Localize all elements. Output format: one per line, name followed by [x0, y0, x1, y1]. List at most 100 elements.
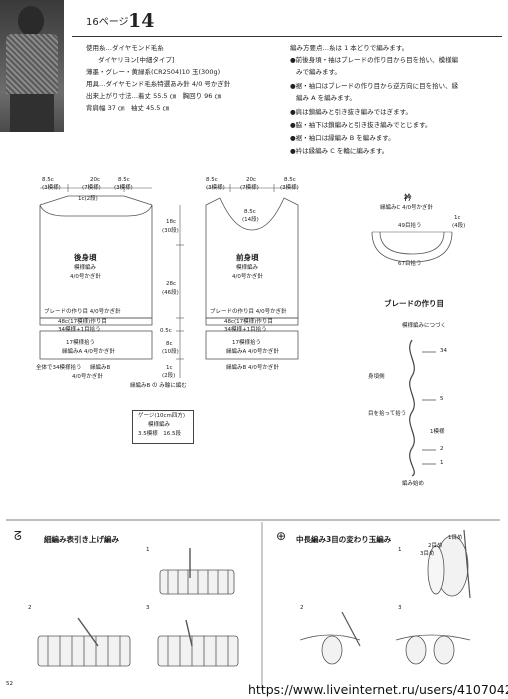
- back-title: 後身頃: [74, 253, 97, 262]
- right-label-2: 2目め: [428, 543, 443, 549]
- side-note: 縁編みB の み輪に編む: [130, 383, 187, 389]
- side-h1: 18c: [166, 219, 177, 225]
- braid-pick-side: 目を拾って拾う: [368, 411, 407, 417]
- side-h3: 0.5c: [160, 328, 172, 334]
- pattern-number: 14: [128, 10, 155, 32]
- right-step-1: 1: [398, 547, 402, 553]
- right-label-1: 1目め: [448, 535, 463, 541]
- back-edgeB: 縁編みB: [90, 365, 111, 371]
- back-hook: 4/0号かぎ針: [70, 274, 101, 280]
- right-step-2: 2: [300, 605, 304, 611]
- front-top-right: 8.5c: [284, 177, 296, 183]
- method-title: 編み方要点…糸は 1 本どりで編みます。: [290, 44, 409, 52]
- collar-top: 49目拾う: [398, 223, 422, 229]
- materials-line-3: 薄墨・グレー・黄緑系(CR2504)10 玉(300g): [86, 68, 221, 76]
- front-top-mid: 20c: [246, 177, 257, 183]
- back-edgeA: 縁編みA 4/0号かぎ針: [62, 349, 115, 355]
- front-cast: 48c(17模様)作り目: [224, 319, 273, 325]
- back-pattern: 模様編み: [74, 265, 97, 271]
- front-pick2: 17模様拾う: [232, 340, 261, 346]
- page-number: 52: [6, 681, 13, 687]
- back-pick: 34模様+1目拾う: [58, 327, 101, 333]
- method-item-1: ●前後身頃・袖はブレードの作り目から目を拾い、模様編: [290, 56, 459, 64]
- front-pattern: 模様編み: [236, 265, 259, 271]
- method-item-2: みで編みます。: [296, 68, 341, 76]
- back-cast: 48c(17模様)作り目: [58, 319, 107, 325]
- front-edgeB: 縁編みB 4/0号かぎ針: [226, 365, 279, 371]
- front-pick: 34模様+1目拾う: [224, 327, 267, 333]
- side-h1-sub: (30段): [162, 228, 179, 234]
- front-title: 前身頃: [236, 253, 259, 262]
- back-top-mid-sub: (7模様): [82, 185, 101, 191]
- materials-line-1: 使用糸…ダイヤモンド毛糸: [86, 44, 164, 52]
- back-top-mid: 20c: [90, 177, 101, 183]
- braid-join: 模様編みにつづく: [402, 323, 447, 329]
- side-h5: 1c: [166, 365, 173, 371]
- side-h4: 8c: [166, 341, 173, 347]
- gauge-values: 3.5模様 16.5段: [138, 431, 181, 437]
- method-item-3: ●裾・袖口はブレードの作り目から逆方向に目を拾い、縁: [290, 82, 459, 90]
- method-item-4: 編み A を編みます。: [296, 94, 356, 102]
- collar-bottom: 67目拾う: [398, 261, 422, 267]
- back-top-right: 8.5c: [118, 177, 130, 183]
- method-item-8: ●衿は縁編み C を輪に編みます。: [290, 147, 389, 155]
- page-ref: 16ページ: [86, 17, 129, 28]
- front-neck-h: 8.5c: [244, 209, 256, 215]
- braid-title: ブレードの作り目: [384, 299, 444, 308]
- back-pick2: 17模様拾う: [66, 340, 95, 346]
- right-stitch-3: [395, 634, 471, 665]
- source-url[interactable]: https://www.liveinternet.ru/users/410704…: [248, 682, 508, 697]
- front-top-left-sub: (3模様): [206, 185, 225, 191]
- braid-n2: 2: [440, 446, 444, 452]
- braid-n34: 34: [440, 348, 447, 354]
- back-neck: 1c(2段): [78, 196, 98, 202]
- left-step-3: 3: [146, 605, 150, 611]
- front-hook: 4/0号かぎ針: [232, 274, 263, 280]
- right-stitch-2: [299, 611, 361, 665]
- right-stitch-1: [427, 529, 471, 599]
- front-top-left: 8.5c: [206, 177, 218, 183]
- back-top-left-sub: (3模様): [42, 185, 61, 191]
- collar-sub: 縁編みC 4/0号かぎ針: [380, 205, 433, 211]
- stitch-symbol-left-icon: ᘔ: [14, 529, 22, 543]
- front-braid: ブレードの作り目 4/0号かぎ針: [210, 309, 287, 315]
- stitch-symbol-right-icon: ⊕: [276, 529, 287, 543]
- braid-start: 編み始め: [402, 481, 425, 487]
- collar-title: 衿: [404, 193, 412, 202]
- side-h2-sub: (46段): [162, 290, 179, 296]
- braid-one: 1模様: [430, 429, 445, 435]
- right-label-3: 3目め: [420, 551, 435, 557]
- front-edgeA: 縁編みA 4/0号かぎ針: [226, 349, 279, 355]
- back-whole: 全体で34模様拾う: [36, 365, 82, 371]
- gauge-box: [132, 410, 194, 444]
- side-h5-sub: (2段): [162, 373, 176, 379]
- back-top-left: 8.5c: [42, 177, 54, 183]
- braid-n5: 5: [440, 396, 444, 402]
- materials-line-5: 出来上がり寸法…着丈 55.5 ㎝ 胸回り 96 ㎝: [86, 92, 222, 100]
- front-body-outline: [205, 197, 299, 319]
- left-stitch-1: [159, 548, 235, 595]
- materials-line-2: ダイヤリヨン[中細タイプ]: [98, 56, 175, 64]
- back-top-right-sub: (3模様): [114, 185, 133, 191]
- left-stitch-2: [37, 617, 131, 667]
- collar-side: 1c: [454, 215, 461, 221]
- back-braid: ブレードの作り目 4/0号かぎ針: [44, 309, 121, 315]
- method-item-6: ●脇・袖下は鎖編みと引き抜き編みでとじます。: [290, 121, 432, 129]
- braid-body-side: 身頃側: [368, 374, 385, 380]
- back-edgeB-hook: 4/0号かぎ針: [72, 374, 103, 380]
- right-stitch-title: 中長編み3目の変わり玉編み: [296, 535, 392, 544]
- method-item-7: ●裾・袖口は縁編み B を編みます。: [290, 134, 395, 142]
- braid-n1: 1: [440, 460, 444, 466]
- materials-line-4: 用具…ダイヤモンド毛糸特選あみ針 4/0 号かぎ針: [86, 80, 231, 88]
- gauge-title: ゲージ(10cm四方): [138, 413, 186, 419]
- front-top-mid-sub: (7模様): [240, 185, 259, 191]
- side-h2: 28c: [166, 281, 177, 287]
- right-step-3: 3: [398, 605, 402, 611]
- gauge-pattern: 模様編み: [148, 422, 171, 428]
- header-rule: [72, 36, 502, 37]
- left-step-2: 2: [28, 605, 32, 611]
- left-stitch-title: 細編み表引き上げ編み: [44, 535, 119, 544]
- front-neck-h-sub: (14段): [242, 217, 259, 223]
- left-step-1: 1: [146, 547, 150, 553]
